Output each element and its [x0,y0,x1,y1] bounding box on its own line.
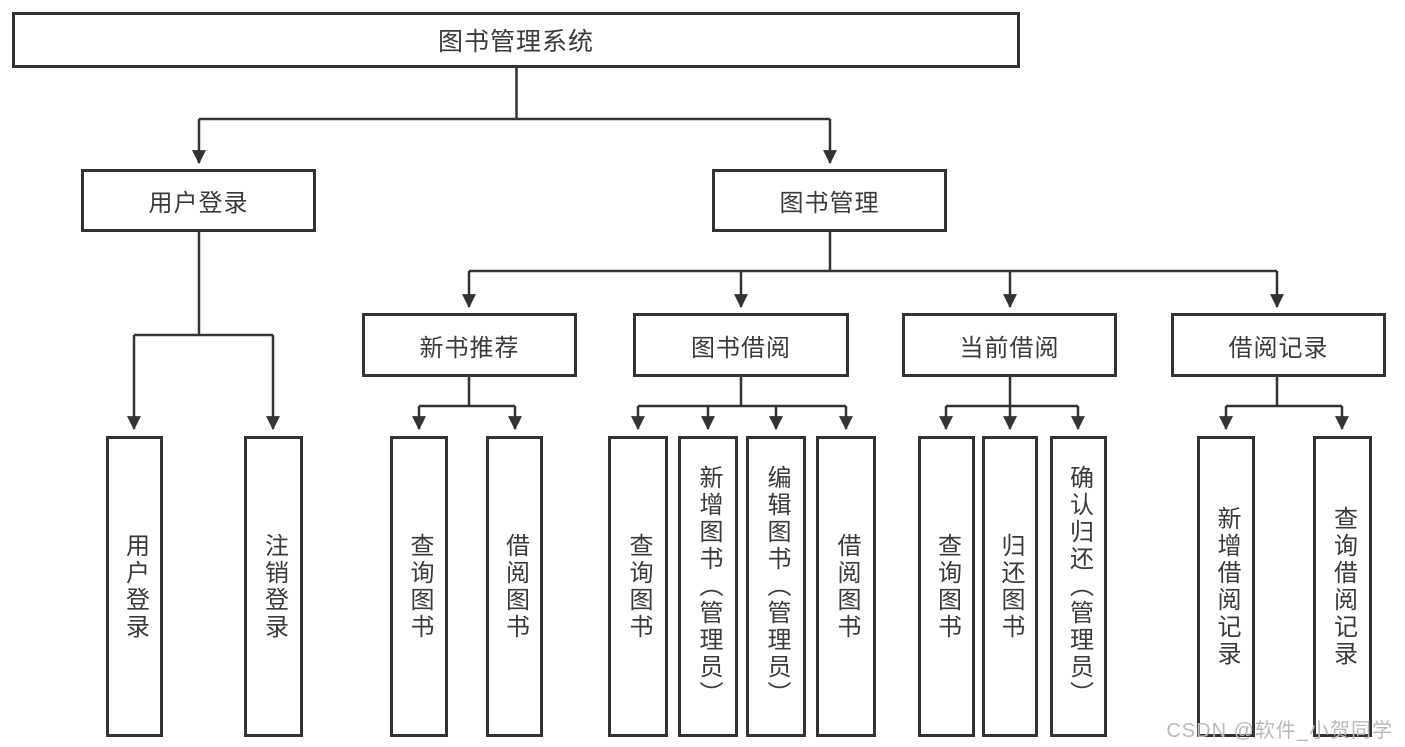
leaf-return-books: 归还图书 [982,436,1038,737]
node-book-management-label: 图书管理 [779,190,880,217]
node-user-login-branch: 用户登录 [81,169,316,232]
leaf-edit-books-admin-label: 编辑图书（管理员） [763,465,790,708]
node-borrowing-records-label: 借阅记录 [1228,334,1329,362]
leaf-query-books-recommendation-label: 查询图书 [406,532,433,641]
node-book-borrowing-label: 图书借阅 [691,334,791,362]
node-current-borrowing: 当前借阅 [902,313,1117,377]
leaf-logout-label: 注销登录 [260,532,288,641]
leaf-borrow-books-recommendation: 借阅图书 [486,436,543,737]
leaf-logout: 注销登录 [244,436,303,737]
leaf-user-login-label: 用户登录 [121,532,149,641]
csdn-watermark: CSDN @软件_小贺同学 [1166,720,1393,742]
node-new-book-recommendation-label: 新书推荐 [419,334,520,362]
leaf-confirm-return-admin-label: 确认归还（管理员） [1065,465,1093,708]
node-current-borrowing-label: 当前借阅 [959,334,1060,362]
leaf-return-books-label: 归还图书 [997,532,1024,641]
leaf-user-login: 用户登录 [106,436,163,737]
node-new-book-recommendation: 新书推荐 [362,313,577,377]
leaf-borrow-books: 借阅图书 [816,436,876,737]
leaf-query-books-current-label: 查询图书 [933,532,961,641]
leaf-add-borrow-record-label: 新增借阅记录 [1213,505,1240,668]
leaf-query-books-current: 查询图书 [918,436,975,737]
leaf-borrow-books-label: 借阅图书 [833,532,860,641]
leaf-query-borrow-record: 查询借阅记录 [1313,436,1372,737]
leaf-query-books-borrowing: 查询图书 [608,436,668,737]
leaf-query-books-recommendation: 查询图书 [390,436,448,737]
leaf-add-books-admin: 新增图书（管理员） [678,436,738,737]
node-borrowing-records: 借阅记录 [1171,313,1386,377]
leaf-query-books-borrowing-label: 查询图书 [625,532,652,641]
leaf-query-borrow-record-label: 查询借阅记录 [1329,505,1357,668]
node-library-system-label: 图书管理系统 [437,28,594,56]
node-book-borrowing: 图书借阅 [633,313,849,377]
leaf-borrow-books-recommendation-label: 借阅图书 [501,532,529,641]
leaf-add-borrow-record: 新增借阅记录 [1197,436,1255,737]
node-book-management: 图书管理 [712,169,947,232]
leaf-edit-books-admin: 编辑图书（管理员） [746,436,806,737]
node-library-system: 图书管理系统 [12,12,1020,68]
leaf-add-books-admin-label: 新增图书（管理员） [695,465,722,708]
leaf-confirm-return-admin: 确认归还（管理员） [1050,436,1107,737]
node-user-login-branch-label: 用户登录 [148,190,249,217]
